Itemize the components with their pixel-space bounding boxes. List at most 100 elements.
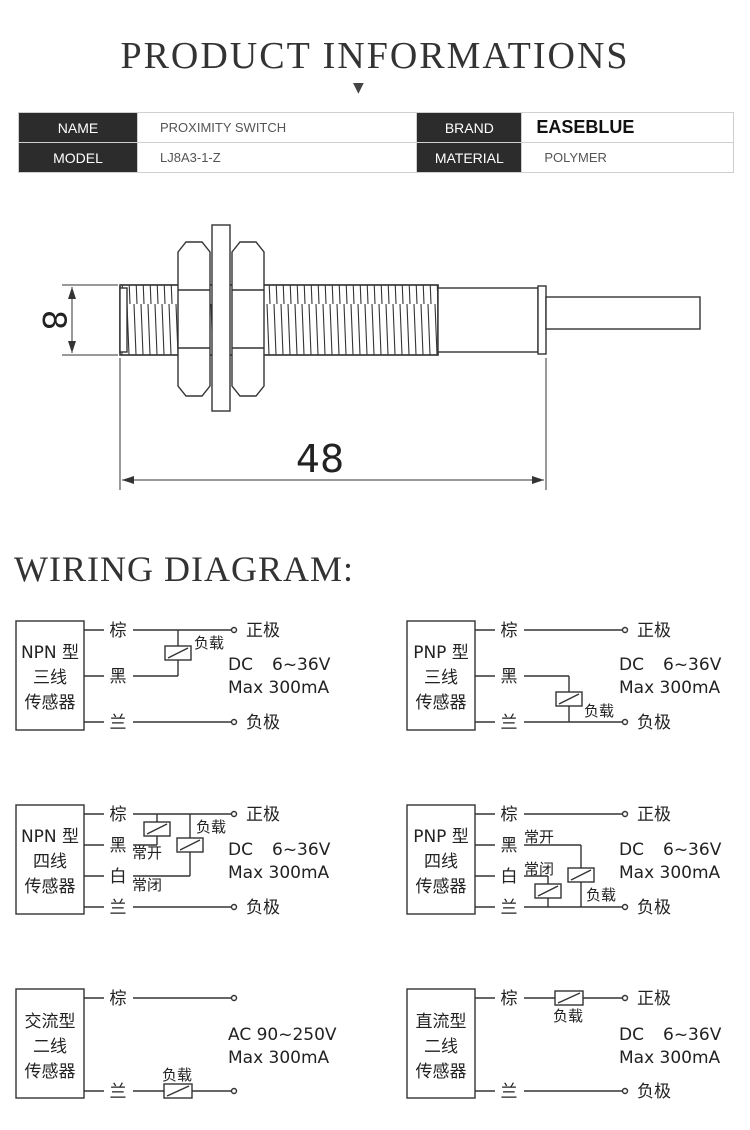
- down-arrow-icon: ▼: [353, 80, 364, 96]
- material-label: MATERIAL: [416, 142, 523, 173]
- threaded-barrel: [119, 284, 439, 356]
- pnp4-blue: 兰: [501, 898, 518, 918]
- pnp4-dc: DC: [619, 840, 644, 860]
- pnp3-type: PNP 型: [413, 643, 469, 663]
- pnp3-line2: 三线: [424, 668, 458, 688]
- npn4-nc: 常闭: [132, 876, 162, 894]
- pnp3-range: 6~36V: [663, 655, 722, 675]
- length-label: 48: [296, 437, 344, 481]
- pnp3-max: Max 300mA: [619, 678, 721, 698]
- dc2-load: 负载: [553, 1007, 583, 1025]
- npn4-dc: DC: [228, 840, 253, 860]
- dc2-range: 6~36V: [663, 1025, 722, 1045]
- dc2-brown: 棕: [501, 989, 518, 1009]
- pnp4-sensor-box: [406, 804, 476, 915]
- pnp3-pos: 正极: [637, 621, 671, 641]
- pnp3-black: 黑: [501, 667, 518, 687]
- dc2-dc: DC: [619, 1025, 644, 1045]
- brand-label: BRAND: [416, 112, 523, 143]
- npn4-pos: 正极: [246, 805, 280, 825]
- npn4-white: 白: [110, 867, 127, 887]
- washer: [211, 224, 231, 412]
- name-label: NAME: [18, 112, 138, 143]
- ac2-line1: 交流型: [25, 1012, 76, 1032]
- pnp4-no: 常开: [524, 828, 554, 846]
- dc2-line2: 二线: [424, 1037, 458, 1057]
- dc2-sensor-box: [406, 988, 476, 1099]
- pnp4-white: 白: [501, 867, 518, 887]
- npn3-range: 6~36V: [272, 655, 331, 675]
- brand-value: EASEBLUE: [521, 112, 734, 143]
- pnp4-black: 黑: [501, 836, 518, 856]
- npn4-max: Max 300mA: [228, 863, 330, 883]
- npn3-blue: 兰: [110, 713, 127, 733]
- smooth-body: [437, 287, 539, 353]
- npn3-neg: 负极: [246, 713, 280, 733]
- npn3-type: NPN 型: [21, 643, 79, 663]
- npn3-dc: DC: [228, 655, 253, 675]
- model-label: MODEL: [18, 142, 138, 173]
- npn4-sensor-box: [15, 804, 85, 915]
- npn4-black: 黑: [110, 836, 127, 856]
- wiring-title: WIRING DIAGRAM:: [14, 549, 354, 589]
- ac2-line3: 传感器: [25, 1062, 76, 1082]
- npn4-brown: 棕: [110, 805, 127, 825]
- material-value: POLYMER: [521, 142, 734, 173]
- npn3-load: 负载: [194, 634, 224, 652]
- ac2-blue: 兰: [110, 1082, 127, 1102]
- dc2-neg: 负极: [637, 1082, 671, 1102]
- pnp4-neg: 负极: [637, 898, 671, 918]
- pnp4-line2: 四线: [424, 852, 458, 872]
- spec-row: NAME PROXIMITY SWITCH BRAND EASEBLUE: [18, 112, 734, 143]
- npn4-neg: 负极: [246, 898, 280, 918]
- pnp3-dc: DC: [619, 655, 644, 675]
- dc2-max: Max 300mA: [619, 1048, 721, 1068]
- diameter-label: 8: [35, 310, 73, 330]
- ac2-ac: AC 90~250V: [228, 1025, 337, 1045]
- pnp3-brown: 棕: [501, 621, 518, 641]
- pnp3-neg: 负极: [637, 713, 671, 733]
- pnp3-line3: 传感器: [416, 693, 467, 713]
- dc2-line1: 直流型: [416, 1012, 467, 1032]
- ac2-load: 负载: [162, 1066, 192, 1084]
- npn4-blue: 兰: [110, 898, 127, 918]
- npn4-type: NPN 型: [21, 827, 79, 847]
- name-value: PROXIMITY SWITCH: [136, 112, 418, 143]
- nut-right: [231, 241, 265, 397]
- dc2-blue: 兰: [501, 1082, 518, 1102]
- npn3-line3: 传感器: [25, 693, 76, 713]
- dc2-pos: 正极: [637, 989, 671, 1009]
- ac2-line2: 二线: [33, 1037, 67, 1057]
- pnp4-nc: 常闭: [524, 860, 554, 878]
- ac2-sensor-box: [15, 988, 85, 1099]
- npn3-max: Max 300mA: [228, 678, 330, 698]
- cable: [545, 296, 701, 330]
- npn4-load: 负载: [196, 818, 226, 836]
- pnp4-line3: 传感器: [416, 877, 467, 897]
- nut-left: [177, 241, 211, 397]
- pnp4-pos: 正极: [637, 805, 671, 825]
- npn4-no: 常开: [132, 844, 162, 862]
- pnp4-range: 6~36V: [663, 840, 722, 860]
- npn4-line3: 传感器: [25, 877, 76, 897]
- pnp4-load: 负载: [586, 886, 616, 904]
- npn3-pos: 正极: [246, 621, 280, 641]
- pnp3-blue: 兰: [501, 713, 518, 733]
- page-title: PRODUCT INFORMATIONS: [120, 35, 630, 77]
- npn3-line2: 三线: [33, 668, 67, 688]
- ac2-brown: 棕: [110, 989, 127, 1009]
- sensor-drawing: 8 48: [35, 224, 701, 490]
- npn4-range: 6~36V: [272, 840, 331, 860]
- npn3-black: 黑: [110, 667, 127, 687]
- dc2-line3: 传感器: [416, 1062, 467, 1082]
- spec-row: MODEL LJ8A3-1-Z MATERIAL POLYMER: [18, 142, 734, 173]
- model-value: LJ8A3-1-Z: [136, 142, 418, 173]
- npn4-line2: 四线: [33, 852, 67, 872]
- npn3-brown: 棕: [110, 621, 127, 641]
- pnp4-brown: 棕: [501, 805, 518, 825]
- pnp3-load: 负载: [584, 702, 614, 720]
- ac2-max: Max 300mA: [228, 1048, 330, 1068]
- spec-table: NAME PROXIMITY SWITCH BRAND EASEBLUE MOD…: [18, 112, 734, 173]
- pnp4-type: PNP 型: [413, 827, 469, 847]
